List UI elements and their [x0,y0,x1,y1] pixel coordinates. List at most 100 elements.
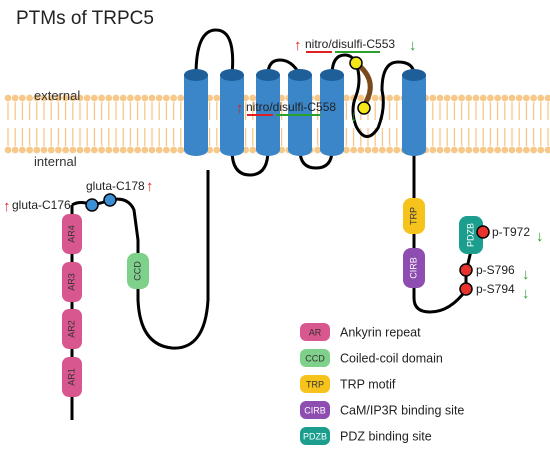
lipid-head [148,146,156,154]
lipid-head [69,94,77,102]
ankyrin-label: AR1 [66,368,76,386]
helix-bottom [184,144,208,156]
lipid-head [371,146,379,154]
helix-s4 [288,69,312,156]
lipid-head [91,146,98,154]
lipid-head [393,146,401,154]
lipid-head [537,94,545,102]
trp-box [403,198,425,234]
lipid-head [62,94,69,102]
lipid-head [515,94,523,102]
lipid-head [314,94,321,102]
s1-s2-loop [194,28,235,76]
lipid-head [4,94,12,102]
lipid-head [126,146,134,154]
c178-marker [103,193,117,207]
lipid-head [523,94,530,102]
lipid-head [487,94,494,102]
lipid-head [105,94,113,102]
lipid-head [314,146,321,154]
legend-item-trp: TRP TRP motif [300,375,396,393]
trp-domain: TRP [403,198,425,234]
lipid-head [386,94,393,102]
helix-s5 [320,69,344,156]
lipid-head [249,94,257,102]
helix-bottom [220,144,244,156]
c176-label: gluta-C176 [12,198,71,212]
lipid-head [436,94,444,102]
legend-abbr: CIRB [304,406,326,416]
legend-label: PDZ binding site [340,430,432,444]
lipid-head [177,94,185,102]
helix-top [402,69,426,81]
lipid-head [170,146,178,154]
lipid-head [465,146,473,154]
ankyrin-box [62,214,82,254]
lipid-head [429,146,437,154]
diagram-title: PTMs of TRPC5 [16,8,154,29]
lipid-head [530,94,537,102]
lipid-head [11,146,19,154]
label-underlines [247,51,380,116]
s2-s3-loop [230,149,270,177]
transmembrane-helices [184,69,426,156]
lipid-head [69,146,77,154]
legend-swatch [300,323,330,341]
c558-arrow-up: ↑ [236,100,244,117]
helix-top [320,69,344,81]
helix-bottom [402,144,426,156]
lipid-head [479,94,487,102]
lipid-head [134,94,142,102]
helix-s6 [402,69,426,156]
lipid-head [155,146,163,154]
lipid-head [494,146,501,154]
legend-abbr: AR [309,328,322,338]
helix-s1 [184,69,208,156]
lipid-head [436,146,444,154]
legend-item-cirb: CIRB CaM/IP3R binding site [300,401,464,419]
lipid-head [163,94,170,102]
c178-arrow: ↑ [146,178,154,195]
lipid-head [501,94,509,102]
t972-arrow: ↓ [536,228,544,245]
c558-label: nitro/disulfi-C558 [246,100,336,114]
lipid-head [379,146,386,154]
ptm-labels: ↑ gluta-C176 gluta-C178 ↑ ↑ nitro/disulf… [3,37,544,302]
s796-label: p-S796 [476,263,515,277]
lipid-head [371,94,379,102]
lipid-head [343,94,350,102]
ccd-box [127,253,149,289]
cirb-domain: CIRB [403,248,425,288]
s794-label: p-S794 [476,282,515,296]
lipid-head [119,146,127,154]
legend-label: CaM/IP3R binding site [340,404,464,418]
ankyrin-box [62,357,82,397]
t972-marker [476,225,490,239]
lipid-head [47,94,55,102]
lipid-head [429,94,437,102]
legend-swatch [300,349,330,367]
helix-s3 [256,69,280,156]
lipid-head [105,146,113,154]
lipid-head [544,146,550,154]
lipid-head [119,94,127,102]
lipid-head [126,94,134,102]
legend-swatch [300,401,330,419]
pore-loop [351,60,416,138]
lipid-head [443,94,451,102]
ankyrin-box [62,309,82,349]
lipid-head [55,146,62,154]
lipid-head [487,146,494,154]
ankyrin-ar4: AR4 [62,214,82,254]
lipid-head [508,146,516,154]
lipid-head [501,146,509,154]
lipid-head [33,146,41,154]
legend-label: TRP motif [340,378,396,392]
legend-abbr: TRP [306,380,324,390]
lipid-head [537,146,545,154]
legend-label: Coiled-coil domain [340,352,443,366]
helix-body [320,75,344,150]
